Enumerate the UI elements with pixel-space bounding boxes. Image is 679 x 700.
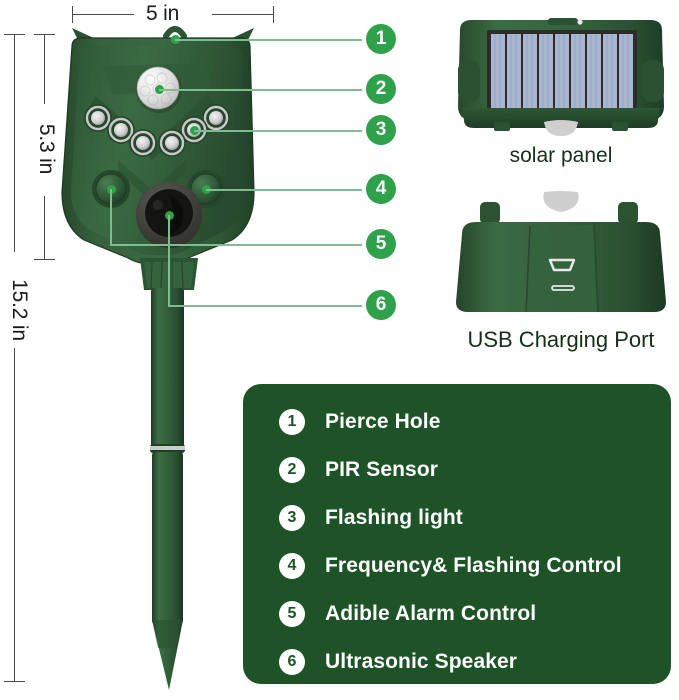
usb-port-caption: USB Charging Port: [467, 327, 655, 352]
callout-badge-6[interactable]: 6: [366, 290, 396, 320]
legend-label: Flashing light: [325, 506, 463, 529]
legend-number: 5: [279, 601, 305, 627]
legend-number: 1: [279, 409, 305, 435]
solar-panel-caption: solar panel: [509, 144, 613, 167]
legend-label: Pierce Hole: [325, 410, 441, 433]
legend-label: Ultrasonic Speaker: [325, 650, 518, 673]
legend-label: Frequency& Flashing Control: [325, 554, 622, 577]
callout-badge-1[interactable]: 1: [366, 24, 396, 54]
width-dimension-label: 5 in: [146, 2, 180, 25]
usb-port-view: [456, 191, 666, 313]
legend-item[interactable]: 4 Frequency& Flashing Control: [243, 542, 671, 590]
led-lights-right: [158, 104, 230, 157]
legend-item[interactable]: 5 Adible Alarm Control: [243, 590, 671, 638]
solar-panel-view: [458, 18, 664, 136]
legend-label: PIR Sensor: [325, 458, 439, 481]
repeller-device-illustration: [61, 26, 255, 690]
feature-legend-panel: 1 Pierce Hole 2 PIR Sensor 3 Flashing li…: [243, 384, 671, 684]
led-lights-left: [84, 104, 157, 157]
legend-number: 6: [279, 649, 305, 675]
legend-label: Adible Alarm Control: [325, 602, 537, 625]
callout-badge-2[interactable]: 2: [366, 74, 396, 104]
solar-cells: [491, 34, 633, 108]
legend-item[interactable]: 1 Pierce Hole: [243, 398, 671, 446]
legend-item[interactable]: 3 Flashing light: [243, 494, 671, 542]
callout-badge-4[interactable]: 4: [366, 174, 396, 204]
legend-number: 3: [279, 505, 305, 531]
callout-badge-5[interactable]: 5: [366, 229, 396, 259]
legend-item[interactable]: 2 PIR Sensor: [243, 446, 671, 494]
legend-number: 2: [279, 457, 305, 483]
micro-usb-port-icon: [548, 258, 576, 272]
callout-badge-3[interactable]: 3: [366, 115, 396, 145]
legend-item[interactable]: 6 Ultrasonic Speaker: [243, 638, 671, 686]
legend-number: 4: [279, 553, 305, 579]
